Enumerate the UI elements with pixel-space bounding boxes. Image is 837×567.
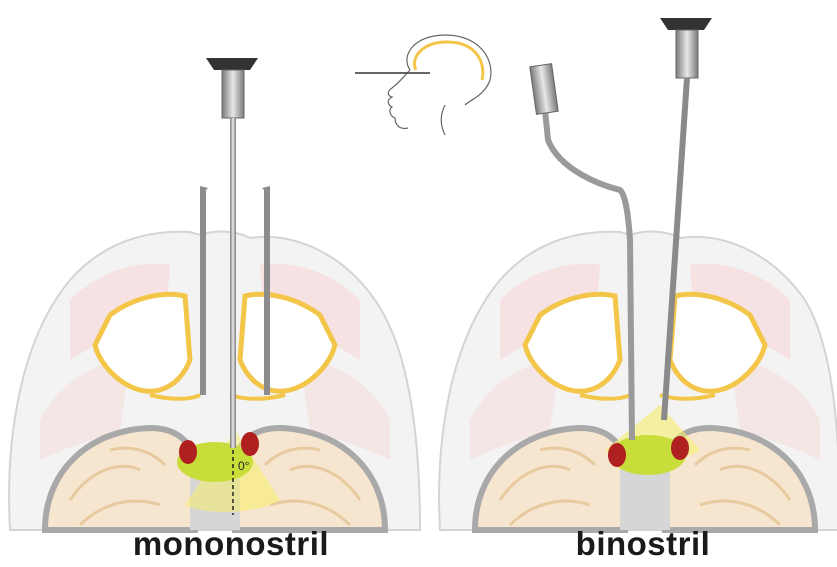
- endoscope-body: [222, 70, 244, 118]
- endoscope-eyepiece: [206, 58, 258, 70]
- angle-label: 0°: [238, 459, 250, 473]
- panel-mononostril: 0°: [9, 58, 420, 530]
- clivus-right: [620, 470, 670, 530]
- carotid-left-b: [241, 432, 259, 456]
- face-profile: [388, 70, 410, 128]
- endoscope-body: [676, 30, 698, 78]
- carotid-left-a: [179, 440, 197, 464]
- carotid-right-a: [608, 443, 626, 467]
- skull-outline: [407, 35, 491, 105]
- head-orientation-sketch: [355, 35, 491, 135]
- neck: [441, 105, 445, 135]
- endoscope-eyepiece: [660, 18, 712, 30]
- carotid-right-b: [671, 436, 689, 460]
- caption-binostril: binostril: [493, 525, 793, 563]
- panel-binostril: [439, 18, 837, 530]
- endoscope-shaft: [230, 118, 236, 448]
- caption-mononostril: mononostril: [81, 525, 381, 563]
- skull-inner: [414, 42, 482, 80]
- instrument-handle: [530, 64, 558, 115]
